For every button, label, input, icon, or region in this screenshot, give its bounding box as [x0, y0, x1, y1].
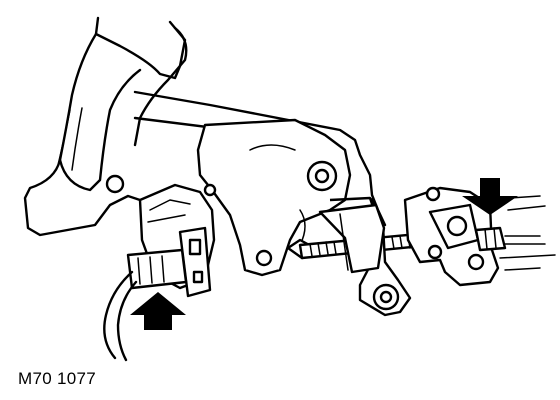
- figure-reference-label: M70 1077: [18, 369, 97, 388]
- electrical-connector: [126, 248, 188, 290]
- bracket-lower-hole: [255, 249, 273, 267]
- mounting-bracket: [105, 118, 352, 277]
- locknut: [474, 226, 507, 252]
- adjuster-nut: [446, 215, 468, 237]
- adjuster-bracket: [403, 186, 556, 287]
- down-arrow-icon: [462, 178, 518, 215]
- cable-clamp-strap: [318, 196, 412, 317]
- panel-hole: [105, 174, 125, 194]
- warning-switch-assembly: [103, 183, 216, 362]
- up-arrow-icon: [130, 292, 186, 330]
